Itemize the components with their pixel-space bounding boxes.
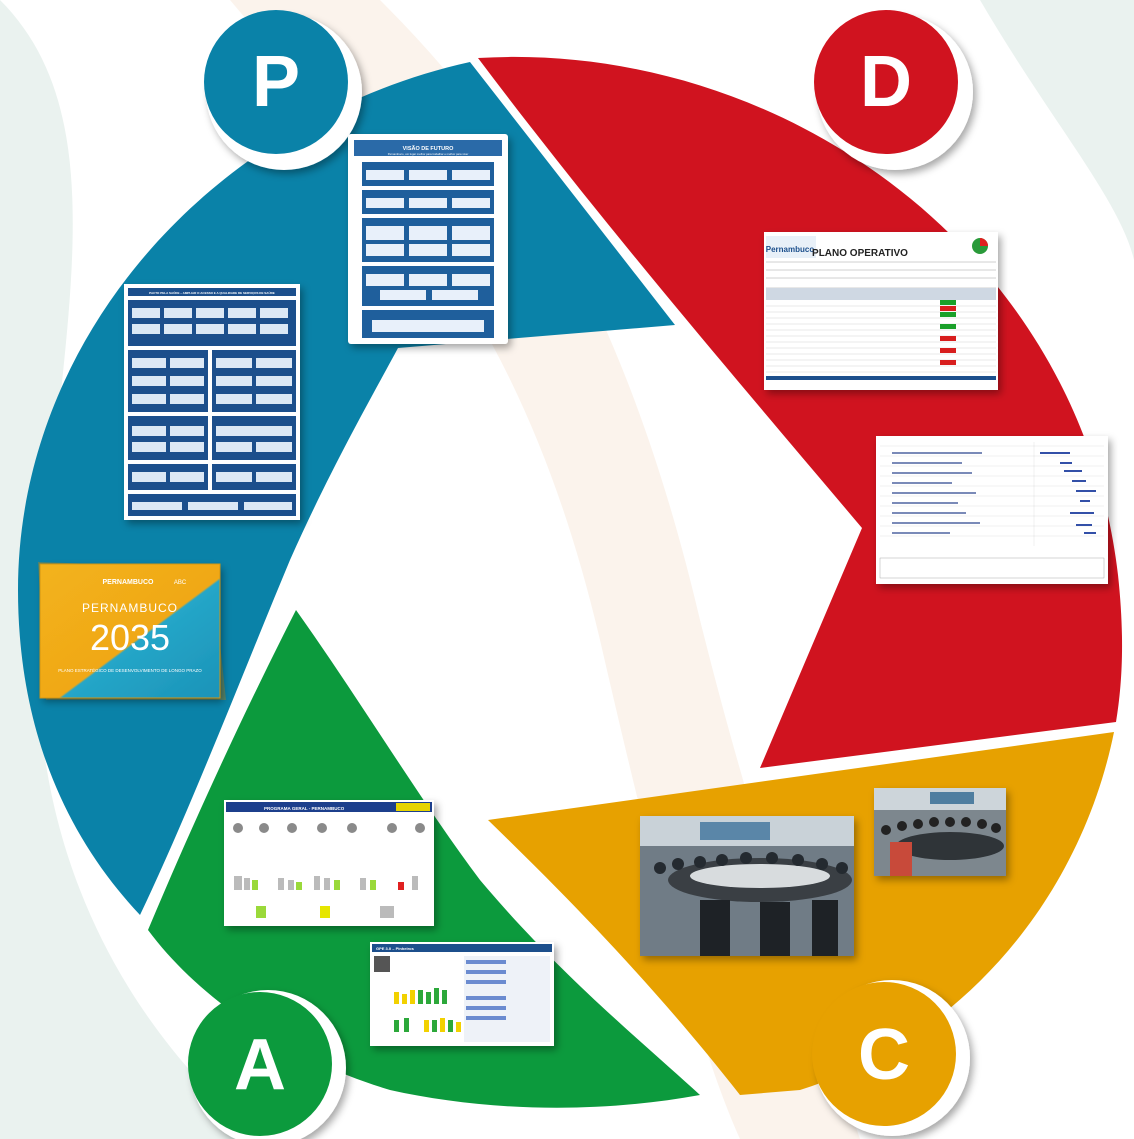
phase-c-letter: C [858, 1015, 910, 1095]
painel-title: PROGRAMA GERAL - PERNAMBUCO [264, 806, 345, 811]
plano-operativo-document: Pernambuco PLANO OPERATIVO [764, 232, 998, 390]
book-title: PERNAMBUCO [82, 601, 178, 615]
phase-p-badge: P [204, 10, 362, 170]
phase-d-letter: D [860, 42, 912, 122]
meeting-photo-small [874, 788, 1006, 876]
vision-subtitle: Pernambuco, um lugar melhor para trabalh… [388, 152, 469, 156]
vision-title: VISÃO DE FUTURO [403, 145, 454, 152]
phase-p-letter: P [252, 42, 300, 122]
pernambuco-2035-book: PERNAMBUCO ABC PERNAMBUCO 2035 PLANO EST… [38, 562, 226, 700]
book-year: 2035 [90, 617, 170, 658]
pacto-document: PACTO PELA SAÚDE – AMPLIAR O ACESSO E A … [124, 284, 300, 520]
segment-d [478, 56, 1123, 769]
phase-a-badge: A [188, 990, 346, 1139]
gpe-title: GPE 3.0 – Pinheiros [376, 946, 415, 951]
plano-title: PLANO OPERATIVO [812, 248, 908, 259]
gpe-document: GPE 3.0 – Pinheiros [370, 942, 554, 1046]
plano-brand: Pernambuco [766, 245, 815, 254]
meeting-photo-large [640, 816, 854, 956]
phase-c-badge: C [812, 980, 970, 1136]
pacto-title: PACTO PELA SAÚDE – AMPLIAR O ACESSO E A … [149, 290, 275, 295]
segment-p [18, 62, 675, 915]
gantt-document [876, 436, 1108, 584]
painel-document: PROGRAMA GERAL - PERNAMBUCO [224, 800, 434, 926]
book-brand: PERNAMBUCO [103, 579, 155, 586]
book-subtitle: PLANO ESTRATÉGICO DE DESENVOLVIMENTO DE … [58, 667, 202, 673]
vision-document: VISÃO DE FUTURO Pernambuco, um lugar mel… [348, 134, 508, 344]
book-tag: ABC [174, 580, 187, 586]
phase-d-badge: D [814, 10, 973, 170]
phase-a-letter: A [234, 1025, 286, 1105]
